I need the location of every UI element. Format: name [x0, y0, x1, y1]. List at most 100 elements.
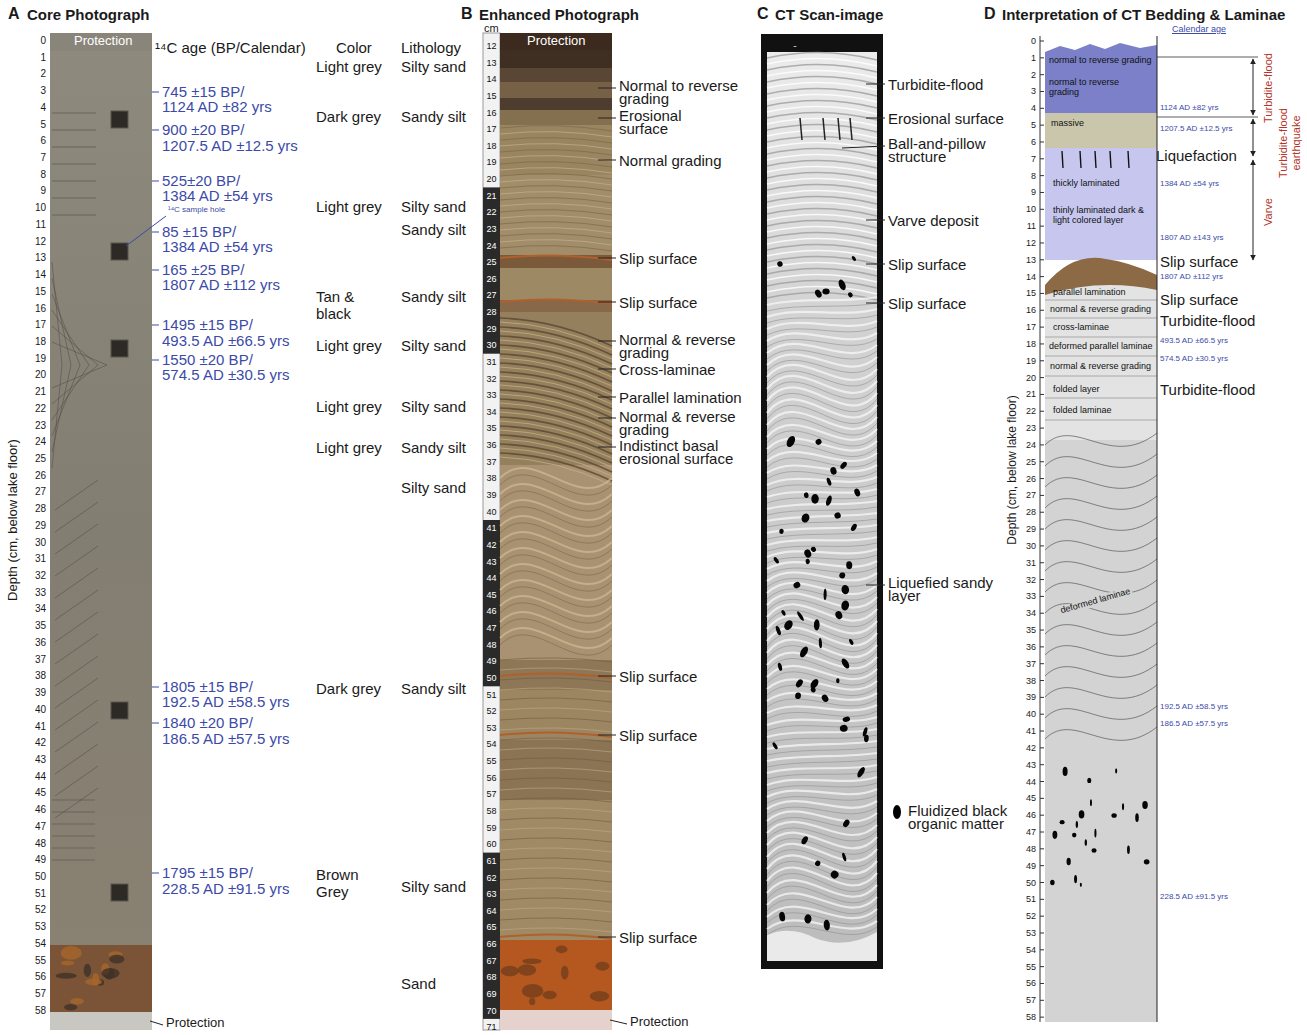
- pencil-mark: [52, 130, 96, 131]
- age-leader: [152, 723, 159, 724]
- figure-label: 45: [1020, 793, 1036, 803]
- slip-surface: [500, 299, 612, 304]
- organic-blob: [800, 512, 811, 524]
- figure-label: 10: [18, 202, 46, 214]
- lamina: [500, 688, 612, 692]
- sample-hole: [111, 111, 128, 128]
- figure-label: 51: [1020, 894, 1036, 904]
- figure-label: 0: [18, 35, 46, 47]
- organic-blob: [804, 492, 809, 498]
- sand-patch: [70, 998, 84, 1004]
- slip-surface: [500, 255, 612, 260]
- figure-label: 70: [483, 1006, 500, 1016]
- figure-label: 31: [18, 553, 46, 565]
- deformed-lamina: [1045, 454, 1157, 467]
- sand-patch: [590, 991, 609, 1001]
- lamina: [500, 198, 612, 203]
- ct-lamina: [767, 578, 877, 587]
- figure-label: 37: [1020, 659, 1036, 669]
- figure-label: 21: [483, 191, 500, 201]
- organic-blob: [826, 477, 832, 486]
- sand-patch: [595, 962, 609, 971]
- layer-description: deformed parallel laminae: [1049, 342, 1153, 352]
- figure-label: 53: [483, 723, 500, 733]
- figure-label: Slip surface: [1160, 291, 1238, 308]
- organic-blob: [839, 572, 846, 579]
- figure-label: 28: [18, 503, 46, 515]
- deformed-lamina: [1045, 538, 1157, 551]
- lamina: [500, 156, 612, 161]
- ball-pillow-mark: [838, 118, 840, 140]
- depth-tick: [1040, 983, 1044, 984]
- age-leader: [152, 687, 159, 688]
- figure-label: 40: [483, 507, 500, 517]
- figure-label: 48: [483, 640, 500, 650]
- ct-lamina: [767, 513, 877, 521]
- figure-label: 1384 AD ±54 yrs: [162, 187, 273, 204]
- depth-tick: [1040, 428, 1044, 429]
- pencil-mark: [52, 836, 95, 837]
- ct-lamina: [767, 723, 877, 731]
- figure-label: Tan & black: [316, 288, 371, 323]
- sample-hole: [111, 702, 128, 719]
- lamina: [500, 234, 612, 239]
- ct-lamina: [767, 477, 877, 485]
- figure-label: Silty sand: [401, 878, 466, 895]
- figure-label: 4: [1020, 103, 1036, 113]
- ct-lamina: [767, 711, 877, 719]
- figure-label: 55: [18, 955, 46, 967]
- figure-label: 186.5 AD ±57.5 yrs: [162, 730, 289, 747]
- depth-tick: [1040, 562, 1044, 563]
- feature-leader: [866, 84, 885, 85]
- lamina: [500, 126, 612, 131]
- lamina: [500, 174, 612, 179]
- figure-label: 85 ±15 BP/: [162, 223, 236, 240]
- figure-label: 40: [18, 704, 46, 716]
- sand-patch: [55, 973, 76, 979]
- lamina: [500, 246, 612, 251]
- figure-label: 17: [18, 319, 46, 331]
- organic-blob: [829, 466, 837, 475]
- ruler: [483, 33, 500, 1030]
- figure-label: 33: [483, 390, 500, 400]
- figure-label: 29: [18, 520, 46, 532]
- figure-label: 58: [1020, 1012, 1036, 1022]
- organic-blob: [798, 645, 809, 658]
- figure-label: Silty sand: [401, 58, 466, 75]
- organic-blob: [836, 678, 840, 683]
- figure-label: Ball-and-pillow structure: [888, 137, 1008, 163]
- organic-blob: [837, 279, 847, 292]
- lamina: [500, 928, 612, 932]
- sand-patch: [543, 991, 557, 999]
- figure-label: C: [757, 5, 769, 23]
- ruler-block: [483, 520, 500, 686]
- figure-label: Light grey: [316, 198, 382, 215]
- figure-label: Turbidite-flood: [1160, 381, 1255, 398]
- figure-label: 66: [483, 939, 500, 949]
- figure-label: 50: [18, 871, 46, 883]
- feature-leader: [598, 118, 616, 119]
- figure-label: 13: [1020, 255, 1036, 265]
- sediment-band: [500, 268, 612, 300]
- ct-lamina: [767, 543, 877, 551]
- pencil-mark: [55, 524, 98, 554]
- figure-label: 24: [18, 436, 46, 448]
- ct-lamina: [767, 399, 877, 417]
- ct-lamina: [767, 315, 877, 323]
- figure-label: 17: [483, 124, 500, 134]
- depth-tick: [1040, 108, 1044, 109]
- organic-blob: [840, 657, 851, 670]
- lamina: [500, 448, 612, 476]
- organic-blob: [814, 289, 823, 299]
- figure-label: 228.5 AD ±91.5 yrs: [1160, 892, 1228, 901]
- ct-lamina: [767, 483, 877, 491]
- figure-label: 44: [483, 573, 500, 583]
- figure-label: 36: [18, 637, 46, 649]
- sand-patch: [522, 959, 541, 964]
- organic-blob: [823, 588, 826, 600]
- feature-leader: [598, 937, 616, 938]
- figure-label: 19: [18, 353, 46, 365]
- organic-blob: [1052, 831, 1057, 839]
- organic-blob: [782, 619, 794, 632]
- sand-patch: [501, 966, 519, 976]
